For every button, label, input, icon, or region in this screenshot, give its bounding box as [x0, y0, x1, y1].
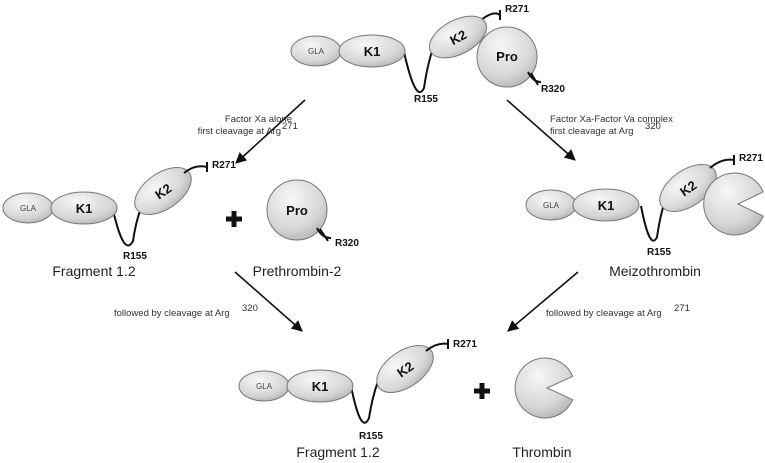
- r155-label: R155: [647, 247, 671, 258]
- k1-domain: [338, 34, 406, 68]
- svg-text:first cleavage at Arg: first cleavage at Arg: [198, 126, 281, 137]
- k2-domain: [428, 15, 488, 59]
- r271-site-mark: [183, 162, 208, 174]
- gla-label: GLA: [256, 382, 273, 391]
- r271-site-mark: [425, 339, 449, 352]
- gla-label: GLA: [20, 204, 37, 213]
- note-bottom-left: followed by cleavage at Arg 320: [114, 303, 258, 319]
- thrombin: [514, 357, 574, 419]
- pro-label: Pro: [286, 203, 308, 218]
- kringle-linker: [350, 373, 382, 424]
- svg-text:first cleavage at Arg: first cleavage at Arg: [550, 126, 633, 137]
- r320-site-mark: [316, 227, 332, 242]
- r320-label: R320: [335, 238, 359, 249]
- svg-text:followed by cleavage at Arg: followed by cleavage at Arg: [114, 308, 230, 319]
- pro-domain: [266, 179, 328, 241]
- k1-label: K1: [598, 198, 615, 213]
- r155-label: R155: [123, 251, 147, 262]
- k2-domain: [134, 166, 192, 216]
- r271-label: R271: [739, 153, 763, 164]
- k2-domain: [376, 344, 434, 394]
- r271-label: R271: [212, 160, 236, 171]
- meizothrombin-caption: Meizothrombin: [609, 263, 701, 279]
- r155-label: R155: [359, 431, 383, 442]
- k2-label: K2: [447, 27, 469, 48]
- k1-domain: [572, 188, 640, 222]
- prethrombin-2-caption: Prethrombin-2: [253, 263, 342, 279]
- protease-domain: [703, 172, 764, 236]
- k1-label: K1: [76, 201, 93, 216]
- note-bottom-right: followed by cleavage at Arg 271: [546, 303, 690, 319]
- plus-icon: [226, 211, 242, 227]
- r271-site-mark: [709, 155, 735, 169]
- k1-domain: [286, 369, 354, 403]
- k2-domain: [659, 163, 717, 213]
- plus-icon: [474, 383, 490, 399]
- note-left-2: first cleavage at Arg 271: [198, 121, 298, 137]
- svg-text:320: 320: [645, 121, 661, 132]
- arrow-to-meizothrombin-path: [506, 99, 576, 161]
- k1-label: K1: [364, 44, 381, 59]
- pro-domain: [476, 26, 538, 88]
- gla-label: GLA: [308, 47, 325, 56]
- r271-label: R271: [453, 339, 477, 350]
- r271-label: R271: [505, 4, 529, 15]
- fragment-1-2-middle: GLA K1 K2 R271 R155: [2, 160, 236, 262]
- k1-domain: [50, 191, 118, 225]
- pro-label: Pro: [496, 49, 518, 64]
- fragment-1-2-caption: Fragment 1.2: [52, 263, 135, 279]
- arrow-to-fragment-path: [235, 99, 306, 164]
- fragment-1-2-bottom: GLA K1 K2 R271 R155: [238, 339, 477, 442]
- thrombin-caption: Thrombin: [512, 444, 571, 460]
- prothrombin: GLA K1 K2 Pro R271 R320 R155: [290, 4, 565, 105]
- meizothrombin: GLA K1 K2 R271 R155: [525, 153, 764, 258]
- gla-label: GLA: [543, 201, 560, 210]
- protease-domain: [514, 357, 574, 419]
- r320-site-mark: [527, 71, 542, 86]
- arrow-from-fragment-path: [234, 271, 303, 332]
- fragment-1-2-bottom-caption: Fragment 1.2: [296, 444, 379, 460]
- prethrombin-2: Pro R320: [266, 179, 359, 249]
- r155-label: R155: [414, 94, 438, 105]
- svg-text:320: 320: [242, 303, 258, 314]
- note-right-1: Factor Xa-Factor Va complex: [550, 114, 673, 125]
- svg-text:followed by cleavage at Arg: followed by cleavage at Arg: [546, 308, 662, 319]
- k1-label: K1: [312, 379, 329, 394]
- note-left-1: Factor Xa alone: [225, 114, 292, 125]
- svg-text:271: 271: [282, 121, 298, 132]
- r320-label: R320: [541, 84, 565, 95]
- r271-site-mark: [480, 10, 501, 21]
- arrow-from-meizothrombin-path: [507, 271, 579, 332]
- svg-text:271: 271: [674, 303, 690, 314]
- note-right-2: first cleavage at Arg 320: [550, 121, 661, 137]
